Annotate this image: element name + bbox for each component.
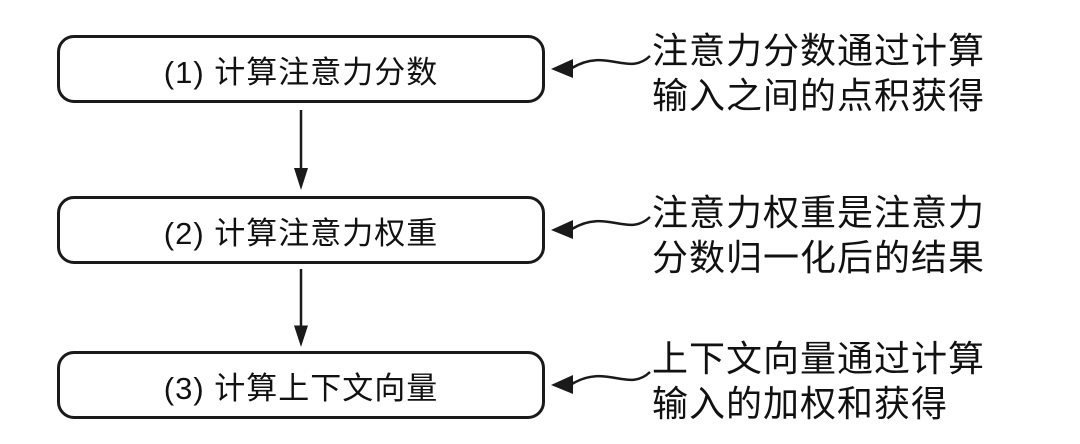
step-box-2: (2) 计算注意力权重 [57,196,545,264]
down-arrow-icon-2 [294,269,308,347]
annotation-3-line1: 上下文向量通过计算 [652,338,986,379]
annotation-1-line2: 输入之间的点积获得 [652,75,986,116]
step-label-2: (2) 计算注意力权重 [163,215,439,251]
step-label-3: (3) 计算上下文向量 [163,370,439,406]
annotation-3: 上下文向量通过计算 输入的加权和获得 [652,336,1076,426]
annotation-1: 注意力分数通过计算 输入之间的点积获得 [652,28,1076,118]
annotation-arrow-icon-2 [551,216,651,239]
step-box-3: (3) 计算上下文向量 [57,351,545,419]
annotation-arrow-icon-3 [551,371,651,394]
annotation-3-line2: 输入的加权和获得 [652,383,949,424]
annotation-arrow-icon-1 [551,55,651,78]
annotation-1-line1: 注意力分数通过计算 [652,30,986,71]
annotation-2: 注意力权重是注意力 分数归一化后的结果 [652,190,1076,280]
annotation-2-line2: 分数归一化后的结果 [652,237,986,278]
step-label-1: (1) 计算注意力分数 [163,54,439,90]
step-box-1: (1) 计算注意力分数 [57,35,545,103]
annotation-2-line1: 注意力权重是注意力 [652,192,986,233]
down-arrow-icon-1 [294,110,308,190]
